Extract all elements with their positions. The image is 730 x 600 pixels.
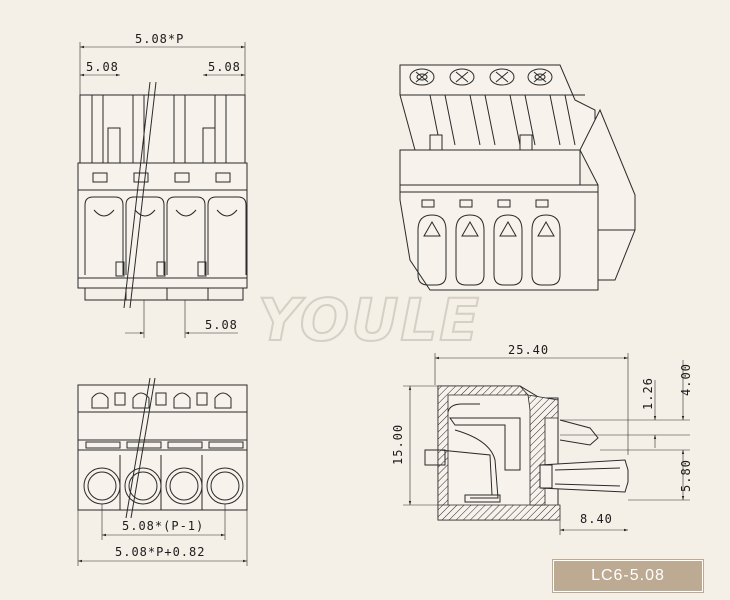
dim-side-offset-c: 5.80 [679, 459, 693, 492]
dim-top-width: 5.08*P [135, 32, 184, 46]
watermark-text: YOULE [258, 286, 481, 354]
dim-top-bottom-pitch: 5.08 [205, 318, 238, 332]
dim-top-right-pitch: 5.08 [208, 60, 241, 74]
dim-side-length: 25.40 [508, 343, 549, 357]
front-view: 5.08*P 5.08 5.08 [77, 32, 248, 338]
dim-side-offset-b: 4.00 [679, 363, 693, 396]
dim-bottom-outer-width: 5.08*P+0.82 [115, 545, 205, 559]
dim-bottom-inner-width: 5.08*(P-1) [122, 519, 204, 533]
dim-side-offset-a: 1.26 [641, 377, 655, 410]
bottom-view: 5.08*(P-1) 5.08*P+0.82 [77, 377, 248, 566]
dim-side-pin-length: 8.40 [580, 512, 613, 526]
dim-side-height: 15.00 [391, 424, 405, 465]
isometric-view [399, 64, 636, 291]
dim-top-left-pitch: 5.08 [86, 60, 119, 74]
model-label: LC6-5.08 [553, 560, 703, 592]
side-section-view: 25.40 15.00 1.26 4.00 [391, 343, 693, 535]
